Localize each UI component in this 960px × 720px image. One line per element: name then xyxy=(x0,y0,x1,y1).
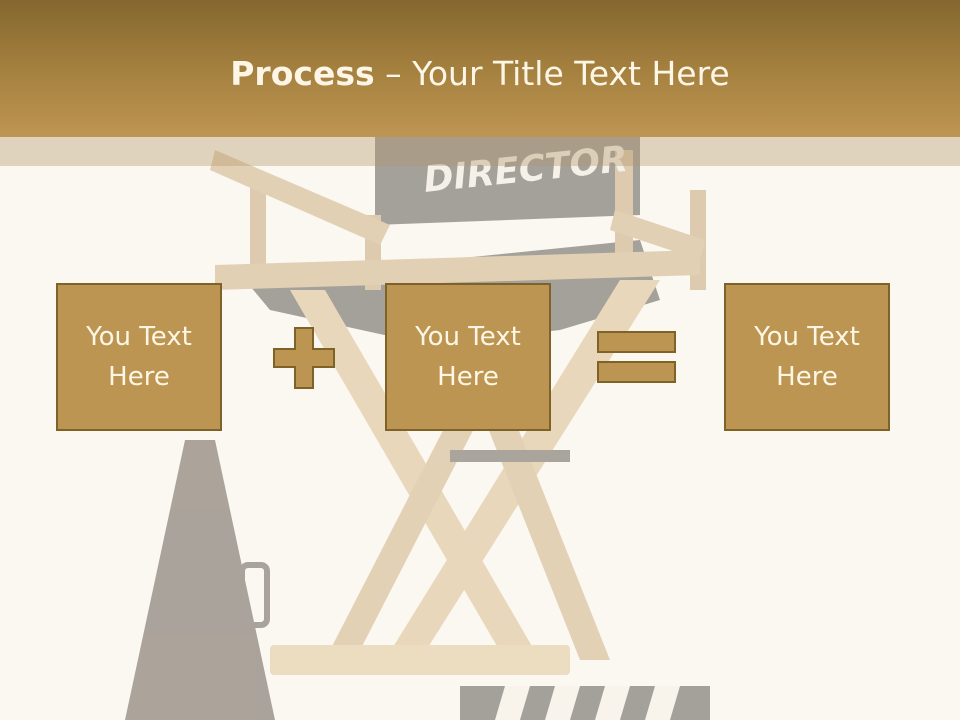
process-box-3-text: You Text Here xyxy=(754,322,860,392)
footrest xyxy=(270,645,570,675)
slide-title: Process – Your Title Text Here xyxy=(0,54,960,94)
plus-icon xyxy=(273,327,335,389)
title-rest: – Your Title Text Here xyxy=(374,54,730,93)
equals-icon xyxy=(597,331,676,383)
process-box-2: You Text Here xyxy=(385,283,551,431)
process-box-3: You Text Here xyxy=(724,283,890,431)
process-box-2-text: You Text Here xyxy=(415,322,521,392)
title-bold: Process xyxy=(230,54,375,93)
process-box-1: You Text Here xyxy=(56,283,222,431)
megaphone-shape xyxy=(125,440,275,720)
clapboard xyxy=(460,686,710,720)
slide-header: Process – Your Title Text Here xyxy=(0,0,960,137)
header-band xyxy=(0,137,960,166)
process-box-1-text: You Text Here xyxy=(86,322,192,392)
